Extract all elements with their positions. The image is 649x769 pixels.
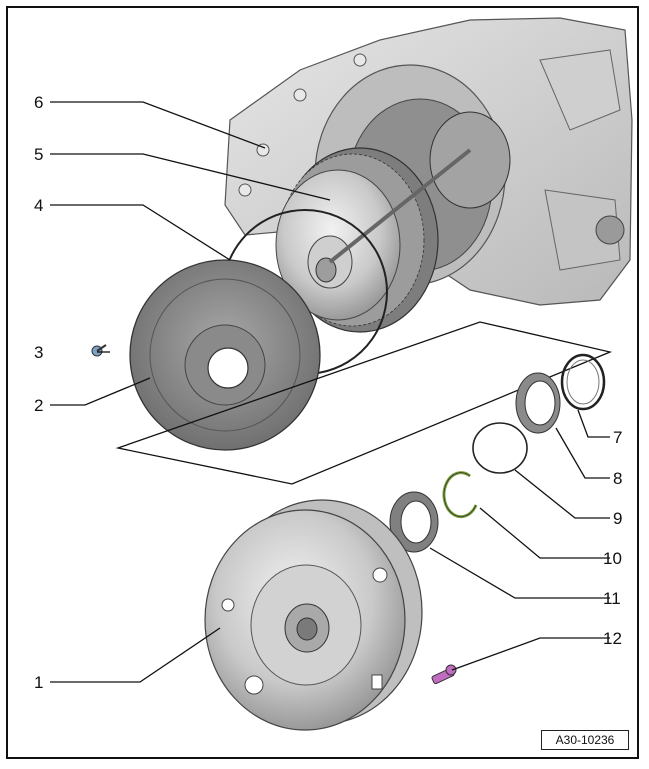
- cover-plate-icon: [129, 259, 321, 451]
- shaft-seal-icon: [515, 372, 561, 434]
- bolt-icon: [91, 344, 107, 357]
- callout-6: 6: [34, 93, 43, 112]
- callout-11: 11: [603, 589, 621, 608]
- callout-4: 4: [34, 196, 43, 215]
- callout-8: 8: [613, 469, 622, 488]
- leader-lines: [50, 101, 610, 683]
- sealing-ring-icon: [472, 422, 528, 474]
- callout-3: 3: [34, 343, 43, 362]
- callout-7: 7: [613, 428, 622, 447]
- callout-10: 10: [603, 549, 622, 568]
- callout-1: 1: [34, 673, 43, 692]
- seal-ring-icon: [560, 353, 606, 411]
- torque-converter-icon: [204, 499, 423, 731]
- converter-bolt-icon: [431, 664, 457, 685]
- circlip-icon: [442, 471, 478, 519]
- callout-9: 9: [613, 509, 622, 528]
- figure-reference-code: A30-10236: [541, 730, 629, 750]
- callout-12: 12: [603, 629, 622, 648]
- callout-2: 2: [34, 396, 43, 415]
- callout-5: 5: [34, 145, 43, 164]
- radial-seal-icon: [389, 491, 439, 553]
